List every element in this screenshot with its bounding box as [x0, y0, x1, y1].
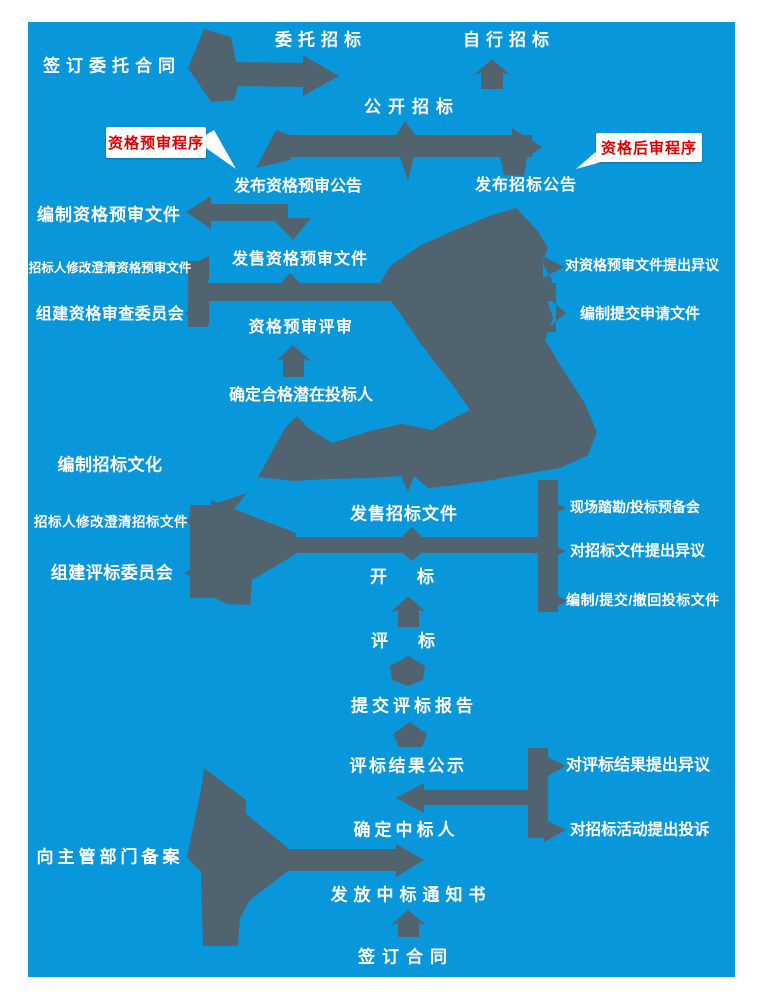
- node-objection-to-evaluation-result: 对评标结果提出异议: [566, 757, 711, 774]
- node-prepare-submit-withdraw-bid-documents: 编制/提交/撤回投标文件: [566, 592, 720, 608]
- node-publish-prequalification-announcement: 发布资格预审公告: [233, 178, 363, 195]
- arrow-prequalification-review-down: [276, 345, 311, 377]
- node-sign-entrust-contract: 签订委托合同: [43, 56, 181, 76]
- node-determine-winning-bidder: 确定中标人: [353, 820, 459, 840]
- node-form-bid-evaluation-committee: 组建评标委员会: [50, 563, 174, 583]
- background-panel: [28, 22, 735, 977]
- arrow-award-notice-down: [391, 910, 426, 937]
- node-objection-to-prequalification-documents: 对资格预审文件提出异议: [565, 257, 719, 273]
- arrow-bid-opening-down: [391, 596, 426, 627]
- node-open-tendering: 公开招标: [364, 97, 460, 117]
- node-self-tendering: 自行招标: [463, 30, 555, 50]
- node-sell-tender-documents: 发售招标文件: [350, 504, 458, 524]
- arrow-entrust-branch: [188, 29, 339, 102]
- node-form-qualification-review-committee: 组建资格审查委员会: [35, 306, 185, 323]
- arrow-tender-docs-row: [184, 480, 568, 613]
- arrow-evaluation-result-row: [396, 748, 566, 842]
- node-prepare-prequalification-documents: 编制资格预审文件: [37, 205, 181, 225]
- node-bid-opening: 开标: [370, 567, 464, 587]
- arrow-prequalification-row: [184, 256, 556, 327]
- arrow-central-mass: [258, 208, 597, 492]
- node-site-survey-pre-bid-meeting: 现场踏勘/投标预备会: [570, 499, 700, 515]
- node-prepare-submit-application-documents: 编制提交申请文件: [580, 305, 701, 323]
- node-file-with-authority: 向主管部门备案: [36, 847, 184, 867]
- arrow-bid-evaluation-down: [390, 656, 425, 686]
- node-prepare-tender-documents: 编制招标文化: [57, 455, 163, 475]
- arrow-evaluation-report-down: [393, 722, 427, 747]
- node-sell-prequalification-documents: 发售资格预审文件: [231, 251, 369, 268]
- arrow-self-tendering-down: [474, 59, 510, 89]
- arrow-filing-branch: [187, 768, 424, 946]
- callout-postqualification-procedure: 资格后审程序: [596, 133, 702, 162]
- callout-prequalification-procedure: 资格预审程序: [106, 127, 206, 158]
- node-submit-evaluation-report: 提交评标报告: [351, 696, 477, 716]
- node-entrusted-tendering: 委托招标: [275, 30, 367, 50]
- node-determine-qualified-potential-bidders: 确定合格潜在投标人: [228, 387, 374, 404]
- arrow-open-tendering-split: [256, 121, 542, 181]
- node-tenderer-amend-clarify-tender-documents: 招标人修改澄清招标文件: [34, 514, 188, 530]
- node-objection-to-tender-documents: 对招标文件提出异议: [570, 542, 706, 560]
- node-sign-contract: 签订合同: [358, 947, 454, 967]
- node-publish-tender-announcement: 发布招标公告: [474, 177, 578, 194]
- node-tenderer-amend-clarify-prequalification-docs: 招标人修改澄清资格预审文件: [28, 260, 192, 275]
- node-evaluation-result-publicity: 评标结果公示: [349, 756, 467, 776]
- node-bid-evaluation: 评标: [371, 631, 465, 651]
- node-complaint-about-tender-activities: 对招标活动提出投诉: [570, 821, 710, 839]
- arrow-prequalification-docs: [186, 196, 311, 240]
- node-prequalification-review: 资格预审评审: [248, 319, 354, 336]
- node-issue-award-notice: 发放中标通知书: [330, 885, 492, 905]
